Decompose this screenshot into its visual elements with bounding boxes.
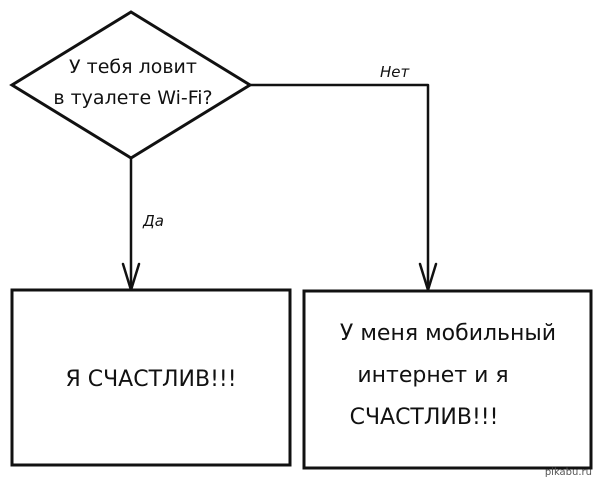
decision-line-1: У тебя ловит <box>69 56 197 78</box>
outcome-right-line-2: интернет и я <box>357 363 508 388</box>
watermark: pikabu.ru <box>545 467 592 478</box>
outcome-left-line-1: Я СЧАСТЛИВ!!! <box>65 367 236 392</box>
decision-line-2: в туалете Wi-Fi? <box>53 87 212 109</box>
yes-label: Да <box>142 212 164 230</box>
no-connector <box>248 83 430 292</box>
no-label: Нет <box>380 63 411 81</box>
outcome-right-line-3: СЧАСТЛИВ!!! <box>350 405 499 430</box>
decision-diamond <box>9 10 253 160</box>
outcome-right-line-1: У меня мобильный <box>340 321 556 346</box>
outcome-box-left <box>10 288 292 467</box>
outcome-box-right <box>302 289 593 470</box>
